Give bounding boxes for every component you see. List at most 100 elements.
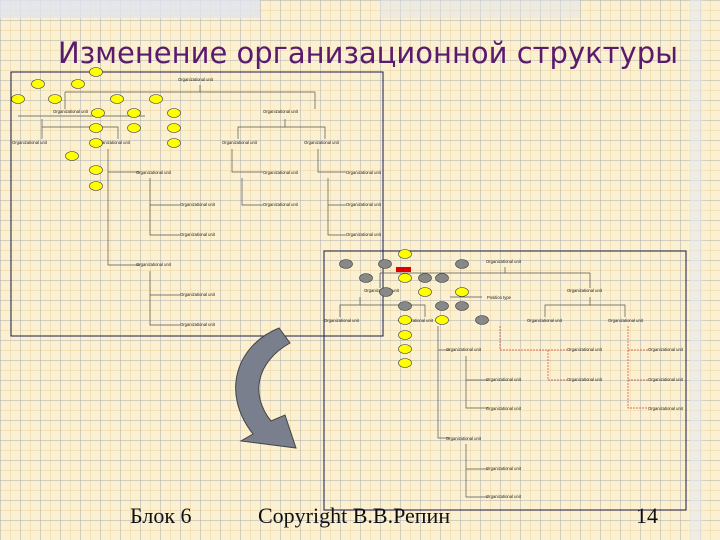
role-node bbox=[399, 345, 412, 354]
org-unit-label: Organizational unit bbox=[567, 377, 603, 382]
connector-line bbox=[328, 178, 346, 235]
org-unit-label: Organizational unit bbox=[648, 377, 684, 382]
role-node bbox=[150, 95, 163, 104]
org-unit-label: Organizational unit bbox=[486, 406, 522, 411]
role-node bbox=[90, 182, 103, 191]
org-unit-label: Organizational unit bbox=[222, 140, 258, 145]
role-node bbox=[49, 95, 62, 104]
connector-line bbox=[150, 271, 180, 325]
role-node bbox=[399, 331, 412, 340]
org-unit-label: Organizational unit bbox=[304, 140, 340, 145]
org-unit-label: Organizational unit bbox=[648, 406, 684, 411]
role-node bbox=[399, 274, 412, 283]
org-unit-label: Organizational unit bbox=[263, 170, 299, 175]
role-node bbox=[380, 288, 393, 297]
org-unit-label: Organizational unit bbox=[178, 77, 214, 82]
role-node bbox=[128, 124, 141, 133]
role-node bbox=[379, 260, 392, 269]
role-node bbox=[399, 302, 412, 311]
role-node bbox=[90, 124, 103, 133]
connector-line bbox=[545, 305, 590, 317]
role-node bbox=[111, 95, 124, 104]
connector-line bbox=[285, 119, 325, 139]
connector-line bbox=[232, 149, 263, 172]
connector-line bbox=[242, 178, 263, 205]
role-node bbox=[419, 288, 432, 297]
org-unit-label: Organizational unit bbox=[446, 347, 482, 352]
connector-line bbox=[466, 444, 488, 497]
org-unit-label: Organizational unit bbox=[486, 466, 522, 471]
role-node bbox=[90, 68, 103, 77]
org-unit-label: Organizational unit bbox=[180, 202, 216, 207]
connector-line bbox=[318, 149, 346, 172]
role-node bbox=[72, 80, 85, 89]
org-unit-label: Organizational unit bbox=[263, 109, 299, 114]
footer-block: Блок 6 bbox=[130, 503, 192, 529]
role-node bbox=[340, 260, 353, 269]
org-unit-label: Organizational unit bbox=[136, 262, 172, 267]
org-unit-label: Organizational unit bbox=[346, 202, 382, 207]
role-node bbox=[92, 109, 105, 118]
role-node bbox=[360, 274, 373, 283]
org-unit-label: Organizational unit bbox=[136, 170, 172, 175]
org-unit-label: Organizational unit bbox=[446, 436, 482, 441]
transition-arrow bbox=[236, 328, 296, 448]
org-unit-label: Organizational unit bbox=[486, 494, 522, 499]
org-unit-label: Organizational unit bbox=[486, 377, 522, 382]
org-unit-label: Organizational unit bbox=[567, 347, 603, 352]
connector-line bbox=[466, 356, 488, 408]
connector-line bbox=[590, 297, 625, 317]
org-unit-label: Organizational unit bbox=[486, 259, 522, 264]
org-unit-label: Organizational unit bbox=[608, 318, 644, 323]
role-node bbox=[128, 109, 141, 118]
org-unit-label: Organizational unit bbox=[567, 288, 603, 293]
org-unit-label: Organizational unit bbox=[527, 318, 563, 323]
org-unit-label: Organizational unit bbox=[324, 318, 360, 323]
connector-line bbox=[438, 326, 450, 438]
role-node bbox=[90, 139, 103, 148]
org-unit-label: Organizational unit bbox=[346, 232, 382, 237]
role-node bbox=[456, 288, 469, 297]
role-node bbox=[32, 80, 45, 89]
role-node bbox=[419, 274, 432, 283]
changed-connector bbox=[500, 326, 567, 380]
footer-page-number: 14 bbox=[636, 503, 658, 529]
org-unit-label: Position type bbox=[487, 295, 512, 300]
role-node bbox=[90, 166, 103, 175]
role-node bbox=[168, 139, 181, 148]
org-unit-label: Organizational unit bbox=[648, 347, 684, 352]
role-node bbox=[456, 302, 469, 311]
footer-copyright: Copyright В.В.Репин bbox=[258, 503, 450, 529]
org-unit-label: Organizational unit bbox=[180, 292, 216, 297]
role-node bbox=[168, 124, 181, 133]
connector-line bbox=[340, 305, 360, 317]
role-node bbox=[399, 316, 412, 325]
org-unit-label: Organizational unit bbox=[12, 140, 48, 145]
connector-line bbox=[360, 297, 425, 317]
org-unit-label: Organizational unit bbox=[180, 322, 216, 327]
role-node bbox=[476, 316, 489, 325]
org-unit-label: Organizational unit bbox=[180, 232, 216, 237]
org-unit-label: Organizational unit bbox=[53, 109, 89, 114]
org-unit-label: Organizational unit bbox=[346, 170, 382, 175]
role-node bbox=[436, 274, 449, 283]
role-node bbox=[399, 250, 412, 259]
changed-connector bbox=[628, 326, 648, 408]
connector-line bbox=[238, 127, 285, 139]
role-node bbox=[399, 359, 412, 368]
connector-line bbox=[108, 149, 140, 265]
connector-line bbox=[150, 178, 180, 235]
role-node bbox=[436, 302, 449, 311]
role-node bbox=[436, 316, 449, 325]
org-unit-label: Organizational unit bbox=[263, 202, 299, 207]
role-node bbox=[12, 95, 25, 104]
role-node bbox=[66, 152, 79, 161]
connector-line bbox=[42, 119, 118, 139]
curved-arrow-icon bbox=[236, 328, 296, 448]
removed-role-marker bbox=[396, 267, 411, 272]
role-node bbox=[456, 260, 469, 269]
